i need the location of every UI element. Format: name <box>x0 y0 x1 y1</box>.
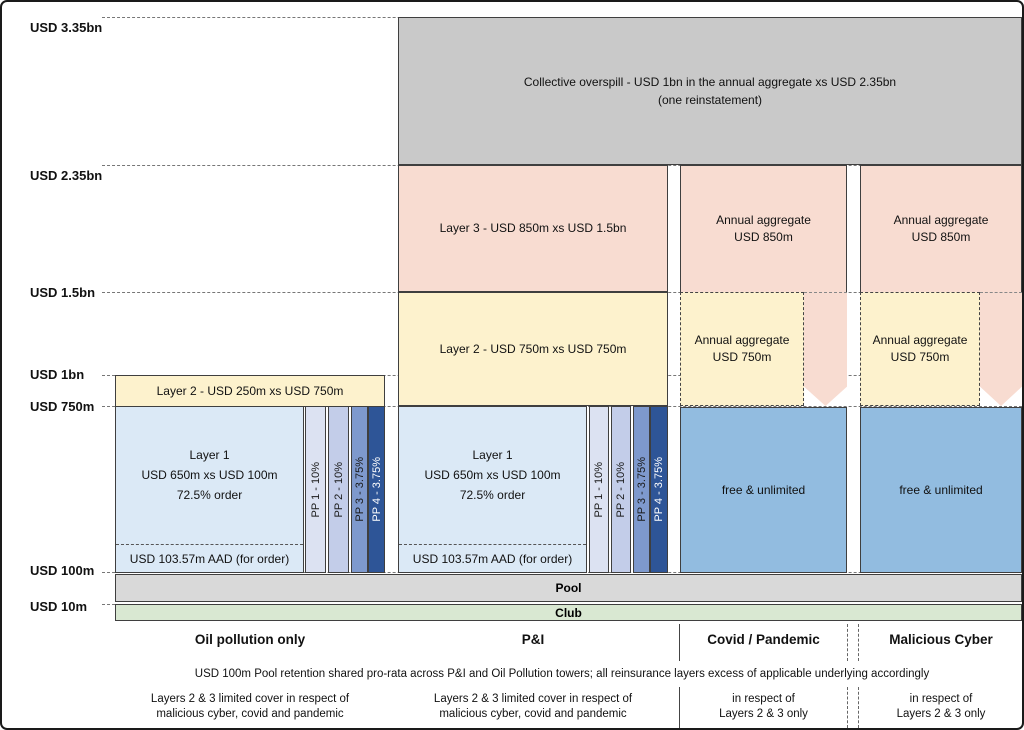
covid-down-arrow <box>804 292 847 406</box>
oil-pp1-strip: PP 1 - 10% <box>305 406 326 573</box>
axis-label-1-5bn: USD 1.5bn <box>30 285 96 300</box>
pi-layer1-order: 72.5% order <box>459 488 526 502</box>
covid-free-label: free & unlimited <box>721 482 806 497</box>
pi-layer1-title: Layer 1 <box>472 448 513 462</box>
covid-free-unlimited-box: free & unlimited <box>680 407 847 573</box>
axis-label-1bn: USD 1bn <box>30 367 85 382</box>
collective-overspill-box: Collective overspill - USD 1bn in the an… <box>398 17 1022 165</box>
pi-aad-label: USD 103.57m AAD (for order) <box>412 551 573 566</box>
pi-pp4-label: PP 4 - 3.75% <box>653 457 665 522</box>
pi-pp1-label: PP 1 - 10% <box>593 461 605 518</box>
pi-pp1-strip: PP 1 - 10% <box>589 406 609 573</box>
pi-layer1-limit: USD 650m xs USD 100m <box>424 468 561 482</box>
pi-pp2-label: PP 2 - 10% <box>615 461 627 518</box>
oil-pp4-label: PP 4 - 3.75% <box>370 457 383 522</box>
oil-pp3-label: PP 3 - 3.75% <box>353 457 366 522</box>
note-cyber: in respect of Layers 2 & 3 only <box>860 692 1022 722</box>
note-oil-line2: malicious cyber, covid and pandemic <box>156 708 344 720</box>
note-cyber-line2: Layers 2 & 3 only <box>896 708 986 720</box>
divider-covid-cyber-left-bottom <box>847 687 848 728</box>
pi-layer2-box: Layer 2 - USD 750m xs USD 750m <box>398 292 668 406</box>
oil-aad-label: USD 103.57m AAD (for order) <box>129 551 290 566</box>
cyber-free-label: free & unlimited <box>899 482 983 497</box>
club-bar: Club <box>115 604 1022 621</box>
column-header-oil: Oil pollution only <box>194 632 306 647</box>
covid-aggregate-750-box: Annual aggregate USD 750m <box>680 292 804 406</box>
pi-layer2-label: Layer 2 - USD 750m xs USD 750m <box>439 341 627 356</box>
oil-pp1-label: PP 1 - 10% <box>309 461 322 518</box>
oil-layer1-order: 72.5% order <box>176 488 243 502</box>
pi-layer3-box: Layer 3 - USD 850m xs USD 1.5bn <box>398 165 668 292</box>
cyber-free-unlimited-box: free & unlimited <box>860 407 1022 573</box>
axis-label-2-35bn: USD 2.35bn <box>30 168 103 183</box>
cyber-agg750-line2: USD 750m <box>890 350 950 364</box>
covid-aggregate-850-box: Annual aggregate USD 850m <box>680 165 847 292</box>
column-header-cyber: Malicious Cyber <box>889 632 993 647</box>
cyber-aggregate-750-box: Annual aggregate USD 750m <box>860 292 980 406</box>
overspill-text-line1: Collective overspill - USD 1bn in the an… <box>523 75 897 89</box>
covid-agg750-line1: Annual aggregate <box>694 333 790 347</box>
divider-pi-covid-bottom <box>679 687 680 728</box>
oil-aad-strip: USD 103.57m AAD (for order) <box>116 544 303 572</box>
cyber-agg850-line1: Annual aggregate <box>893 213 989 227</box>
oil-layer2-box: Layer 2 - USD 250m xs USD 750m <box>115 375 385 407</box>
oil-pp4-strip: PP 4 - 3.75% <box>368 406 385 573</box>
cyber-down-arrow <box>980 292 1022 406</box>
divider-pi-covid-top <box>679 624 680 661</box>
axis-label-3-35bn: USD 3.35bn <box>30 20 103 35</box>
axis-label-750m: USD 750m <box>30 399 95 414</box>
covid-agg850-line2: USD 850m <box>734 230 793 244</box>
note-oil: Layers 2 & 3 limited cover in respect of… <box>115 692 385 722</box>
note-covid-line1: in respect of <box>732 693 795 705</box>
pool-bar: Pool <box>115 574 1022 602</box>
pi-layer3-label: Layer 3 - USD 850m xs USD 1.5bn <box>439 221 627 235</box>
pi-layer1-box: Layer 1 USD 650m xs USD 100m 72.5% order… <box>398 406 587 573</box>
oil-pp2-label: PP 2 - 10% <box>332 461 345 518</box>
pi-pp4-strip: PP 4 - 3.75% <box>650 406 668 573</box>
column-header-covid: Covid / Pandemic <box>707 632 820 647</box>
covid-agg750-line2: USD 750m <box>712 350 772 364</box>
note-cyber-line1: in respect of <box>909 693 973 705</box>
divider-covid-cyber-right-top <box>858 624 859 661</box>
oil-pp2-strip: PP 2 - 10% <box>328 406 349 573</box>
pi-aad-strip: USD 103.57m AAD (for order) <box>399 544 586 572</box>
note-pi-line1: Layers 2 & 3 limited cover in respect of <box>433 693 633 705</box>
oil-layer1-title: Layer 1 <box>189 448 230 462</box>
note-pi-line2: malicious cyber, covid and pandemic <box>439 708 627 720</box>
note-covid-line2: Layers 2 & 3 only <box>719 708 808 720</box>
oil-layer1-box: Layer 1 USD 650m xs USD 100m 72.5% order… <box>115 406 304 573</box>
cyber-agg750-line1: Annual aggregate <box>872 333 968 347</box>
divider-covid-cyber-right-bottom <box>858 687 859 728</box>
note-oil-line1: Layers 2 & 3 limited cover in respect of <box>150 693 350 705</box>
axis-label-10m: USD 10m <box>30 599 88 614</box>
pool-label: Pool <box>555 581 582 595</box>
pi-pp3-strip: PP 3 - 3.75% <box>633 406 650 573</box>
oil-layer2-label: Layer 2 - USD 250m xs USD 750m <box>156 383 344 398</box>
note-covid: in respect of Layers 2 & 3 only <box>680 692 847 722</box>
note-pi: Layers 2 & 3 limited cover in respect of… <box>398 692 668 722</box>
pool-retention-note: USD 100m Pool retention shared pro-rata … <box>194 668 930 680</box>
cyber-agg850-line2: USD 850m <box>911 230 971 244</box>
pi-pp2-strip: PP 2 - 10% <box>611 406 631 573</box>
oil-layer1-limit: USD 650m xs USD 100m <box>141 468 278 482</box>
covid-agg850-line1: Annual aggregate <box>716 213 811 227</box>
club-label: Club <box>555 605 582 620</box>
oil-pp3-strip: PP 3 - 3.75% <box>351 406 368 573</box>
divider-covid-cyber-left-top <box>847 624 848 661</box>
cyber-aggregate-850-box: Annual aggregate USD 850m <box>860 165 1022 292</box>
column-header-pi: P&I <box>521 632 545 647</box>
overspill-text-line2: (one reinstatement) <box>657 93 763 107</box>
axis-label-100m: USD 100m <box>30 563 95 578</box>
pi-pp3-label: PP 3 - 3.75% <box>635 457 648 522</box>
